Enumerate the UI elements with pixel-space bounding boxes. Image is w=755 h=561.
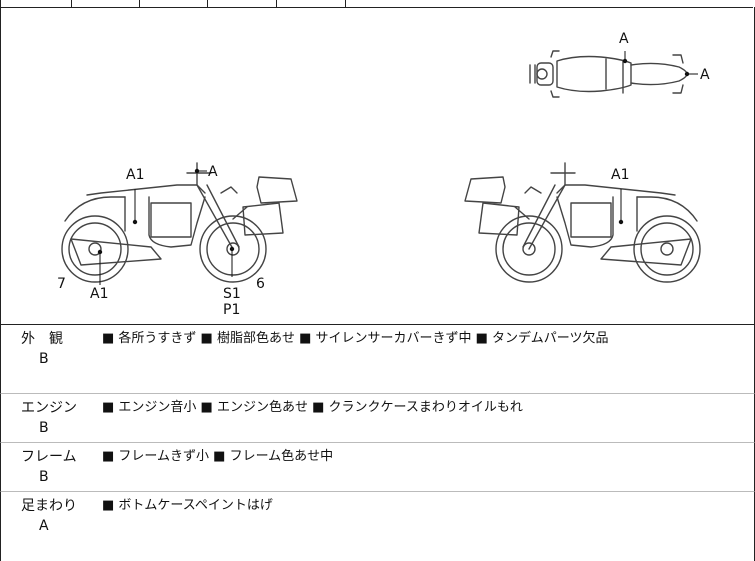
- label-left-exhaust-a1: A1: [90, 286, 108, 302]
- row-grade: B: [39, 351, 49, 367]
- row-grade: B: [39, 420, 49, 436]
- row-items: ■ 各所うすきず ■ 樹脂部色あせ ■ サイレンサーカバーきず中 ■ タンデムパ…: [102, 331, 609, 346]
- motorcycle-diagram: A A A1 A 7 A1 S1 P1 6 A1: [0, 7, 755, 325]
- header-strip: [0, 0, 753, 8]
- label-top-rear-a: A: [700, 67, 710, 83]
- row-category: エンジン: [21, 400, 77, 416]
- motorcycle-left-view: [61, 162, 298, 283]
- row-category: 足まわり: [21, 498, 77, 514]
- label-left-p1: P1: [223, 302, 240, 318]
- label-left-s1: S1: [223, 286, 241, 302]
- motorcycle-diagram-svg: A A A1 A 7 A1 S1 P1 6 A1: [57, 31, 710, 318]
- row-grade: A: [39, 518, 49, 534]
- header-cell: [140, 0, 208, 7]
- row-items: ■ エンジン音小 ■ エンジン色あせ ■ クランクケースまわりオイルもれ: [102, 400, 523, 415]
- row-category: 外 観: [21, 331, 63, 347]
- header-cell: [208, 0, 277, 7]
- label-left-mirror-a: A: [208, 164, 218, 180]
- label-left-6: 6: [256, 276, 265, 292]
- row-category: フレーム: [21, 449, 77, 465]
- row-items: ■ ボトムケースペイントはげ: [102, 498, 273, 513]
- header-cell: [71, 0, 140, 7]
- row-exterior: 外 観 B ■ 各所うすきず ■ 樹脂部色あせ ■ サイレンサーカバーきず中 ■…: [0, 325, 755, 394]
- label-right-tank-a1: A1: [611, 167, 629, 183]
- header-cell: [277, 0, 346, 7]
- row-suspension: 足まわり A ■ ボトムケースペイントはげ: [0, 492, 755, 561]
- motorcycle-right-view: [464, 162, 701, 283]
- row-items: ■ フレームきず小 ■ フレーム色あせ中: [102, 449, 334, 464]
- motorcycle-top-view: [529, 50, 688, 98]
- row-frame: フレーム B ■ フレームきず小 ■ フレーム色あせ中: [0, 443, 755, 492]
- label-left-tank-a1: A1: [126, 167, 144, 183]
- label-top-a: A: [619, 31, 629, 47]
- label-left-7: 7: [57, 276, 66, 292]
- marker-dots: [97, 58, 690, 255]
- row-grade: B: [39, 469, 49, 485]
- header-cell: [0, 0, 72, 7]
- row-engine: エンジン B ■ エンジン音小 ■ エンジン色あせ ■ クランクケースまわりオイ…: [0, 394, 755, 443]
